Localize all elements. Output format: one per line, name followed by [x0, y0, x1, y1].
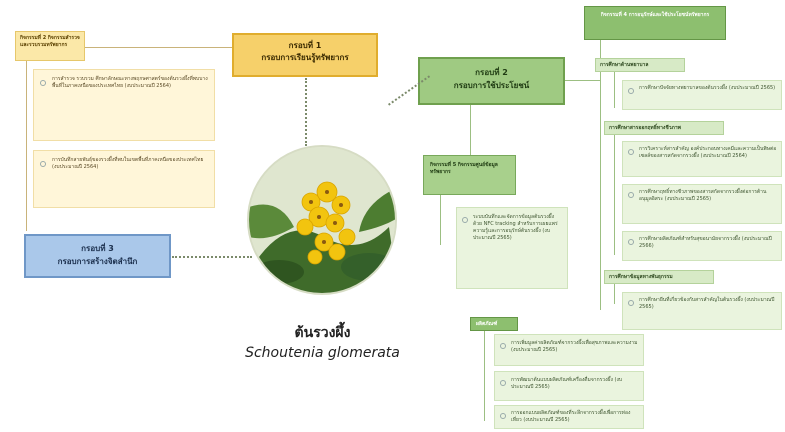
- frame-2-box: กรอบที่ 2 กรอบการใช้ประโยชน์: [418, 57, 565, 105]
- activity-4-item: การศึกษาฤทธิ์ทางชีวภาพของสารสกัดจากรวงผึ…: [622, 184, 782, 224]
- bullet-icon: [628, 300, 634, 306]
- frame-3-box: กรอบที่ 3 กรอบการสร้างจิตสำนึก: [24, 234, 171, 278]
- bullet-icon: [500, 343, 506, 349]
- connector: [470, 105, 471, 155]
- connector: [614, 72, 615, 108]
- activity-5-item: ระบบบันทึกและจัดการข้อมูลต้นรวงผึ้งด้วย …: [456, 207, 568, 289]
- bullet-icon: [628, 149, 634, 155]
- frame-1-number: กรอบที่ 1: [288, 41, 322, 50]
- connector: [600, 40, 601, 310]
- activity-4-heading: กิจกรรมที่ 4 การอนุรักษ์และใช้ประโยชน์ทร…: [584, 6, 726, 40]
- output-item: การออกแบบผลิตภัณฑ์ของที่ระลึกจากรวงผึ้งเ…: [494, 405, 644, 429]
- connector: [26, 61, 27, 231]
- bullet-icon: [40, 161, 46, 167]
- activity-4-section-head: การศึกษาด้านพยาบาล: [595, 58, 685, 72]
- frame-1-box: กรอบที่ 1 กรอบการเรียนรู้ทรัพยากร: [232, 33, 378, 77]
- frame-2-title: กรอบการใช้ประโยชน์: [453, 81, 530, 90]
- frame-1-title: กรอบการเรียนรู้ทรัพยากร: [261, 53, 349, 62]
- output-item: การเพิ่มมูลค่าผลิตภัณฑ์จากรวงผึ้งเพื่อสุ…: [494, 334, 644, 366]
- connector: [305, 78, 307, 146]
- connector: [614, 284, 615, 304]
- connector: [484, 331, 485, 421]
- bullet-icon: [500, 413, 506, 419]
- activity-2-item: การสำรวจ รวบรวม ศึกษาลักษณะทางพฤกษศาสตร์…: [33, 69, 215, 141]
- connector: [565, 80, 600, 81]
- output-item: การพัฒนาต้นแบบผลิตภัณฑ์เครื่องดื่มจากรวง…: [494, 371, 644, 401]
- connector: [440, 195, 441, 245]
- flower-icon: [249, 147, 395, 293]
- bullet-icon: [628, 88, 634, 94]
- frame-2-number: กรอบที่ 2: [475, 68, 508, 77]
- outputs-heading: ผลิตภัณฑ์: [470, 317, 518, 331]
- activity-4-section-head: การศึกษาสารออกฤทธิ์ทางชีวภาพ: [604, 121, 724, 135]
- activity-4-section-head: การศึกษาข้อมูลทางพันธุกรรม: [604, 270, 714, 284]
- activity-2-item: การบันทึกสายพันธุ์ของรวงผึ้งที่พบในเขตพื…: [33, 150, 215, 208]
- activity-2-heading: กิจกรรมที่ 2 กิจกรรมสำรวจและรวบรวมทรัพยา…: [15, 31, 85, 61]
- connector: [85, 47, 232, 48]
- bullet-icon: [500, 380, 506, 386]
- frame-3-number: กรอบที่ 3: [81, 244, 114, 253]
- connector: [614, 135, 615, 255]
- activity-2-title: กิจกรรมที่ 2 กิจกรรมสำรวจและรวบรวมทรัพยา…: [20, 35, 80, 48]
- bullet-icon: [40, 80, 46, 86]
- bullet-icon: [462, 217, 468, 223]
- bullet-icon: [628, 239, 634, 245]
- frame-3-title: กรอบการสร้างจิตสำนึก: [57, 257, 138, 266]
- activity-5-heading: กิจกรรมที่ 5 กิจกรรมศูนย์ข้อมูลทรัพยากร: [423, 155, 516, 195]
- plant-photo: [247, 145, 397, 295]
- plant-thai-name: ต้นรวงผึ้ง: [294, 325, 351, 341]
- activity-4-item: การศึกษายีนที่เกี่ยวข้องกับสารสำคัญในต้น…: [622, 292, 782, 330]
- activity-4-item: การศึกษาปัจจัยทางพยาบาลของต้นรวงผึ้ง (งบ…: [622, 80, 782, 110]
- connector: [172, 256, 252, 258]
- bullet-icon: [628, 192, 634, 198]
- activity-4-item: การวิเคราะห์สารสำคัญ องค์ประกอบทางเคมีแล…: [622, 141, 782, 177]
- plant-scientific-name: Schoutenia glomerata: [245, 345, 400, 361]
- activity-4-item: การศึกษาผลิตภัณฑ์สำหรับสุขอนามัยจากรวงผึ…: [622, 231, 782, 261]
